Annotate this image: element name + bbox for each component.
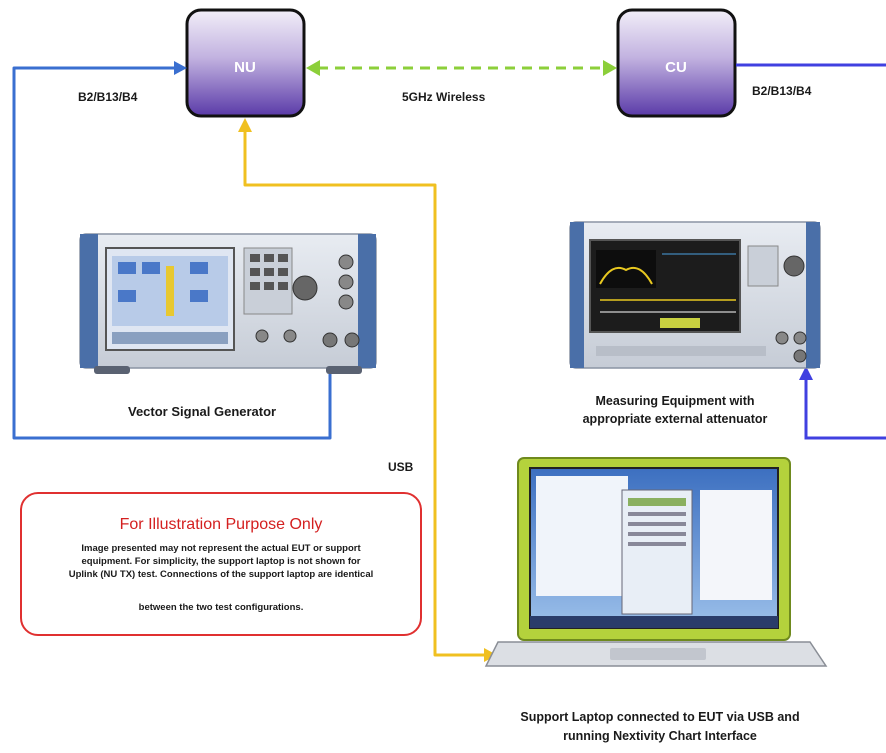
measuring-equipment-label-line1: Measuring Equipment with <box>595 394 755 408</box>
illustration-note-box: For Illustration Purpose Only Image pres… <box>20 492 422 636</box>
measuring-equipment-image <box>569 221 821 369</box>
laptop-label-line1: Support Laptop connected to EUT via USB … <box>520 710 800 724</box>
note-line-1: Image presented may not represent the ac… <box>81 543 361 554</box>
laptop-label: Support Laptop connected to EUT via USB … <box>470 708 850 746</box>
cu-label: CU <box>665 59 687 76</box>
band-label-right: B2/B13/B4 <box>752 84 812 98</box>
note-title: For Illustration Purpose Only <box>119 516 323 533</box>
usb-cable <box>238 118 497 662</box>
support-laptop-image <box>484 457 828 667</box>
band-label-left: B2/B13/B4 <box>78 90 138 104</box>
cu-box: CU <box>616 8 737 118</box>
note-line-4: between the two test configurations. <box>138 602 304 613</box>
signal-generator-label: Vector Signal Generator <box>128 404 277 419</box>
laptop-label-line2: running Nextivity Chart Interface <box>563 729 757 743</box>
measuring-equipment-label-line2: appropriate external attenuator <box>582 412 768 426</box>
wireless-link <box>306 60 617 76</box>
measuring-equipment-label: Measuring Equipment with appropriate ext… <box>560 392 790 428</box>
vector-signal-generator-image <box>79 233 377 374</box>
wireless-label: 5GHz Wireless <box>402 90 486 104</box>
note-body: Image presented may not represent the ac… <box>32 542 410 581</box>
note-line-2: equipment. For simplicity, the support l… <box>81 556 361 567</box>
rf-cable-right <box>736 63 886 440</box>
nu-label: NU <box>234 59 256 76</box>
nu-box: NU <box>185 8 306 118</box>
usb-label: USB <box>388 460 414 474</box>
note-line-3: Uplink (NU TX) test. Connections of the … <box>68 569 374 580</box>
rf-cable-left <box>12 61 332 440</box>
